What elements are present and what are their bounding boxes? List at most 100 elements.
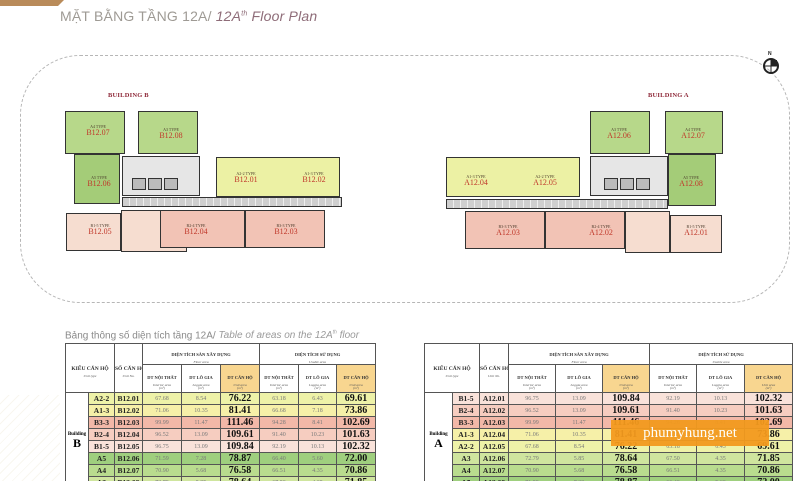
cell-floor-interior: 70.90 [142, 464, 182, 478]
cell-usable-loggia: 6.43 [298, 392, 338, 406]
cell-usable-unit-area: 70.86 [336, 464, 377, 478]
cell-floor-loggia: 5.85 [181, 476, 221, 481]
unit-block-a12-03[interactable] [465, 211, 545, 249]
cell-floor-interior: 71.06 [142, 404, 182, 418]
cell-unit-no: A12.05 [479, 440, 509, 454]
cell-floor-interior: 70.90 [508, 464, 556, 478]
unit-block-a12-08[interactable] [668, 154, 716, 206]
header-accent-bar [0, 0, 64, 6]
cell-unit-type: A4 [88, 464, 115, 478]
cell-usable-interior: 63.18 [259, 392, 300, 406]
cell-floor-loggia: 11.47 [555, 416, 603, 430]
cell-floor-unit-area: 76.58 [601, 464, 651, 478]
cell-floor-loggia: 11.47 [181, 416, 221, 430]
unit-block-b12-04[interactable] [160, 210, 245, 248]
cell-floor-unit-area: 78.87 [219, 452, 261, 466]
cell-floor-interior: 72.79 [508, 452, 556, 466]
cell-usable-unit-area: 73.86 [336, 404, 377, 418]
unit-block-b12-01-b12-02[interactable] [216, 157, 340, 197]
cell-floor-unit-area: 109.84 [219, 440, 261, 454]
cell-usable-unit-area: 102.32 [336, 440, 377, 454]
unit-block-b12-05[interactable] [66, 213, 121, 251]
unit-block-b12-08[interactable] [138, 111, 198, 154]
watermark-badge: phumyhung.net [611, 420, 769, 446]
cell-unit-type: A2-2 [88, 392, 115, 406]
cell-usable-interior: 66.51 [649, 464, 698, 478]
cell-floor-unit-area: 81.41 [219, 404, 261, 418]
cell-floor-interior: 96.75 [142, 440, 182, 454]
cell-usable-loggia: 4.35 [298, 464, 338, 478]
unit-block-a12-04-a12-05[interactable] [446, 157, 580, 197]
cell-floor-loggia: 7.28 [555, 476, 603, 481]
cell-floor-unit-area: 78.87 [601, 476, 651, 481]
cell-unit-no: A12.01 [479, 392, 509, 406]
unit-block-a12-06[interactable] [590, 111, 650, 154]
cell-floor-unit-area: 111.46 [219, 416, 261, 430]
cell-floor-unit-area: 109.84 [601, 392, 651, 406]
elevator-icon [604, 178, 618, 190]
cell-floor-unit-area: 109.61 [219, 428, 261, 442]
unit-block-a12-01[interactable] [670, 215, 722, 253]
page-title: MẶT BẰNG TẦNG 12A/12Ath Floor Plan [60, 8, 317, 24]
cell-floor-interior: 99.99 [142, 416, 182, 430]
cell-usable-unit-area: 102.32 [744, 392, 794, 406]
cell-floor-interior: 96.52 [508, 404, 556, 418]
unit-block-b12-06[interactable] [74, 154, 120, 204]
cell-usable-loggia: 5.60 [696, 476, 746, 481]
core-elevators-a [590, 156, 668, 196]
compass-north-label: N [768, 51, 772, 57]
cell-unit-type: A4 [452, 464, 480, 478]
cell-usable-interior: 66.40 [649, 476, 698, 481]
corridor-b [122, 197, 342, 207]
cell-unit-no: B12.04 [114, 428, 143, 442]
unit-block-b12-03[interactable] [245, 210, 325, 248]
cell-unit-no: A12.06 [479, 452, 509, 466]
cell-unit-type: A3 [88, 476, 115, 481]
elevator-icon [620, 178, 634, 190]
cell-usable-loggia: 10.13 [298, 440, 338, 454]
cell-usable-interior: 91.40 [649, 404, 698, 418]
cell-unit-type: B1-5 [452, 392, 480, 406]
cell-floor-unit-area: 78.64 [219, 476, 261, 481]
cell-floor-loggia: 5.85 [555, 452, 603, 466]
cell-usable-interior: 92.19 [259, 440, 300, 454]
unit-block-a12-07[interactable] [665, 111, 723, 154]
cell-unit-type: A2-2 [452, 440, 480, 454]
cell-floor-loggia: 7.28 [181, 452, 221, 466]
unit-block-b12-07[interactable] [65, 111, 125, 154]
cell-floor-loggia: 8.54 [181, 392, 221, 406]
cell-floor-interior: 72.79 [142, 476, 182, 481]
cell-usable-loggia: 7.18 [298, 404, 338, 418]
cell-floor-unit-area: 109.61 [601, 404, 651, 418]
cell-unit-no: A12.03 [479, 416, 509, 430]
cell-floor-loggia: 5.68 [555, 464, 603, 478]
cell-floor-unit-area: 76.58 [219, 464, 261, 478]
corridor-a [446, 199, 668, 209]
cell-unit-no: A12.08 [479, 476, 509, 481]
unit-block-a12-02[interactable] [545, 211, 625, 249]
elevator-icon [132, 178, 146, 190]
cell-usable-unit-area: 69.61 [336, 392, 377, 406]
cell-usable-unit-area: 101.63 [744, 404, 794, 418]
